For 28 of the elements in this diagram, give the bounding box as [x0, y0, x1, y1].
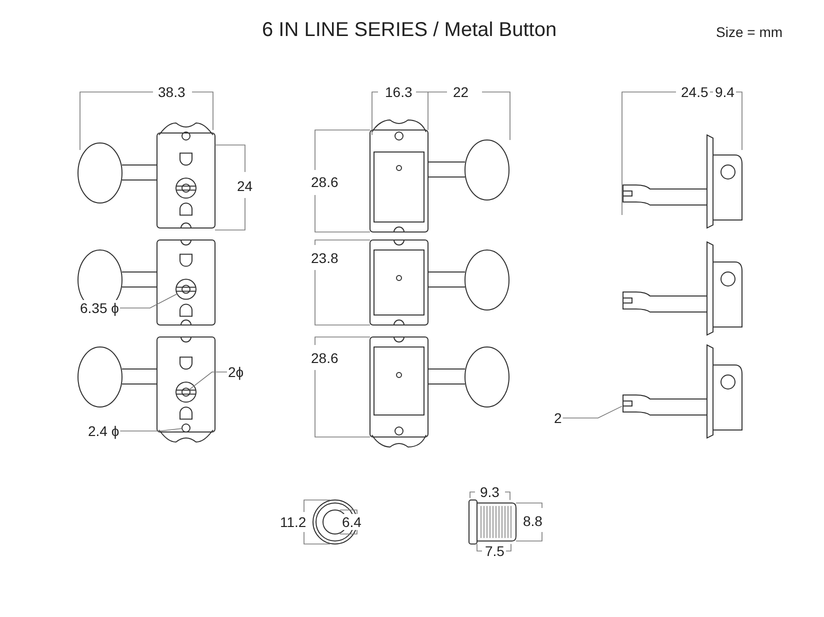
callout-label: 2ϕ [228, 364, 244, 380]
dimension-label: 28.6 [309, 174, 340, 190]
dimension-label: 28.6 [309, 350, 340, 366]
dimension-label: 9.4 [713, 84, 736, 100]
dimension-label: 9.3 [478, 484, 502, 500]
dimension-label: 16.3 [383, 84, 414, 100]
dimension-label: 6.4 [340, 514, 364, 530]
dimension-label: 23.8 [309, 250, 340, 266]
callout-label: 2 [554, 410, 562, 426]
post-slot [622, 400, 632, 406]
dimension-label: 24 [235, 178, 255, 194]
shaft-hole [182, 388, 190, 397]
callout-label: 2.4 ϕ [88, 423, 120, 439]
gear-hub [176, 278, 196, 300]
title: 6 IN LINE SERIES / Metal Button [262, 18, 557, 42]
leader-line [120, 428, 182, 432]
dimension-label: 24.5 [679, 84, 710, 100]
dimension-label: 11.2 [278, 514, 308, 530]
dimension-label: 38.3 [156, 84, 188, 100]
leader-line [120, 294, 178, 308]
dimension-label: 8.8 [521, 513, 544, 529]
mounting-hole [182, 424, 190, 432]
dimension-label: 22 [451, 84, 471, 100]
callout-label: 6.35 ϕ [80, 300, 119, 316]
leader-line [188, 372, 228, 390]
dimension-label: 7.5 [483, 543, 506, 559]
leader-line [562, 406, 622, 418]
unit-note: Size = mm [714, 24, 785, 40]
